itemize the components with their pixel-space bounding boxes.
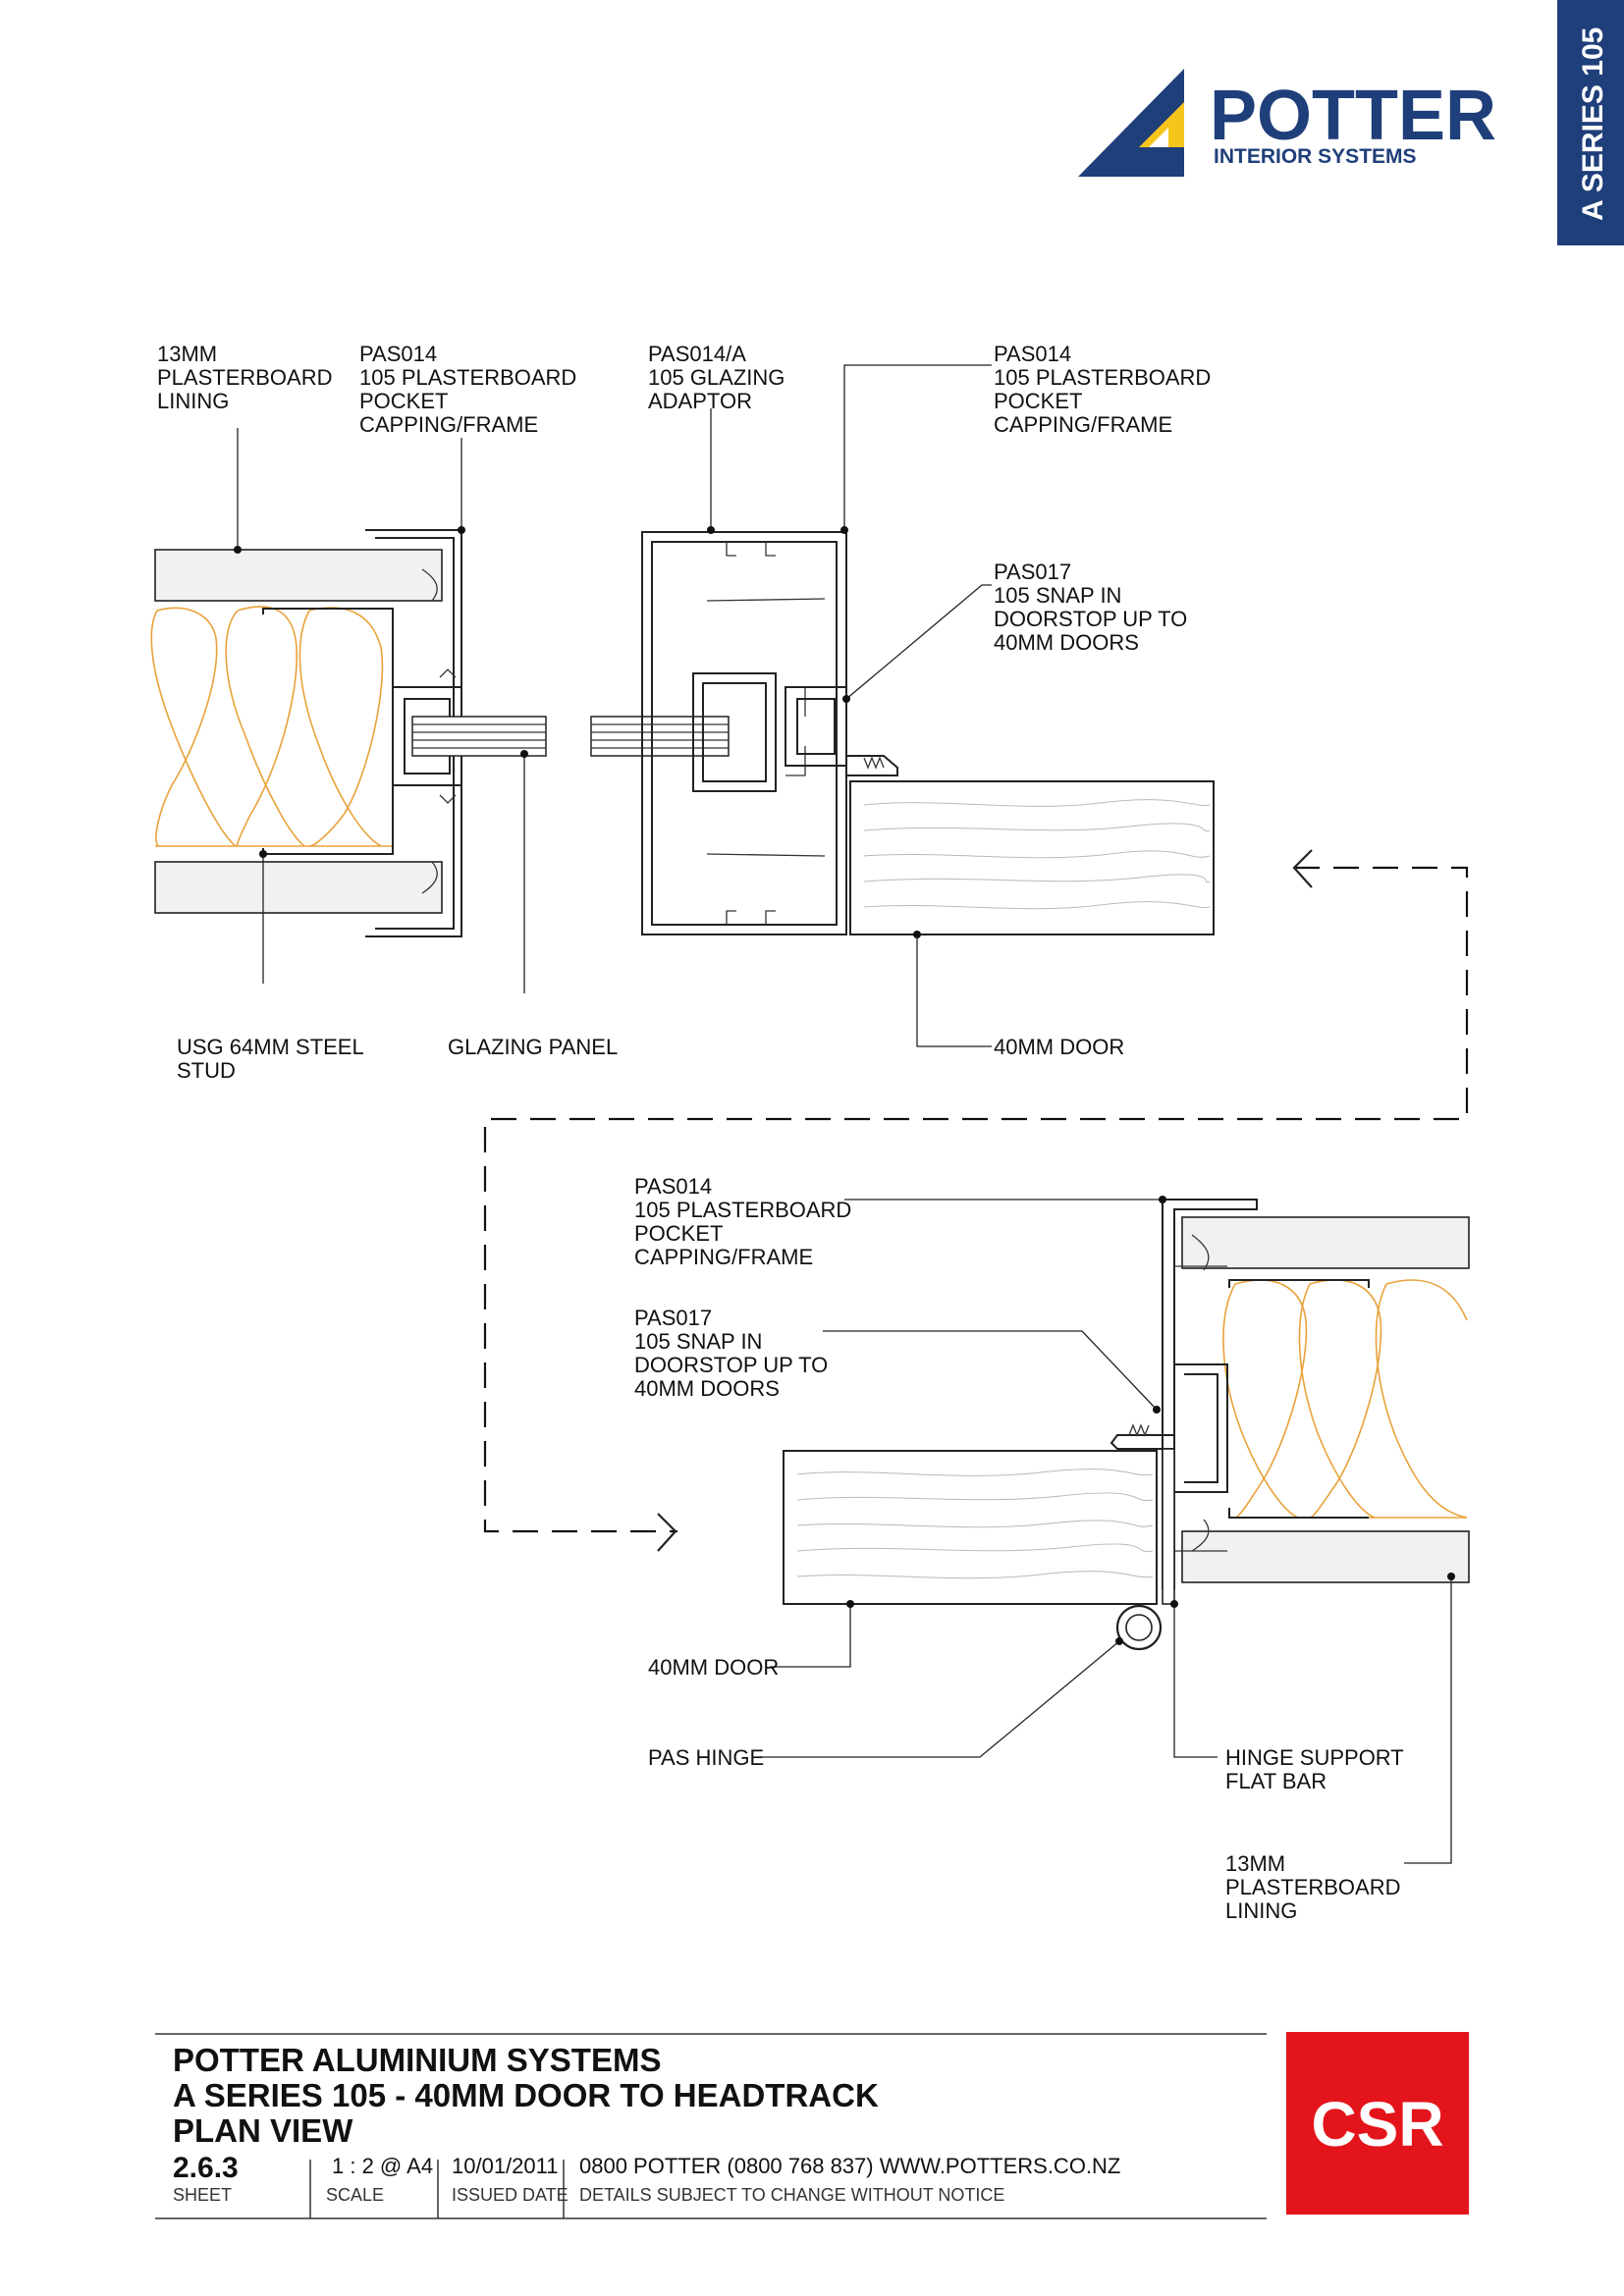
svg-text:40MM DOORS: 40MM DOORS <box>634 1376 780 1401</box>
label-top-pas014-right: PAS014 105 PLASTERBOARD POCKET CAPPING/F… <box>994 342 1211 437</box>
label-bot-plasterboard: 13MM PLASTERBOARD LINING <box>1225 1851 1401 1923</box>
svg-text:40MM DOOR: 40MM DOOR <box>994 1035 1124 1059</box>
pas017-doorstop-top <box>846 755 898 776</box>
svg-text:CAPPING/FRAME: CAPPING/FRAME <box>359 412 538 437</box>
svg-text:HINGE SUPPORT: HINGE SUPPORT <box>1225 1745 1404 1770</box>
svg-text:LINING: LINING <box>157 389 229 413</box>
title-block: POTTER ALUMINIUM SYSTEMS A SERIES 105 - … <box>155 2032 1469 2219</box>
svg-text:105 PLASTERBOARD: 105 PLASTERBOARD <box>359 365 576 390</box>
pas014-right-frame <box>785 686 847 767</box>
label-top-glazing: GLAZING PANEL <box>448 1035 618 1059</box>
plasterboard-bottom-lower <box>1181 1530 1470 1583</box>
pas017-doorstop-bottom <box>1110 1423 1175 1450</box>
logo-triangle-yellow <box>1139 102 1184 147</box>
label-bot-flatbar: HINGE SUPPORT FLAT BAR <box>1225 1745 1404 1793</box>
svg-text:40MM DOOR: 40MM DOOR <box>648 1655 779 1680</box>
insulation-bottom <box>1222 1279 1468 1519</box>
svg-text:POCKET: POCKET <box>994 389 1082 413</box>
logo-subtitle: INTERIOR SYSTEMS <box>1214 145 1417 168</box>
scale-label: SCALE <box>326 2185 384 2205</box>
svg-text:PAS014/A: PAS014/A <box>648 342 746 366</box>
glazing-panel-left <box>411 716 547 757</box>
csr-logo-text: CSR <box>1311 2089 1443 2160</box>
svg-text:PAS014: PAS014 <box>634 1174 712 1199</box>
view-transition-arrow <box>483 849 1469 1552</box>
hinge-support-flat-bar <box>1162 1448 1175 1605</box>
door-top <box>849 780 1215 935</box>
csr-logo: CSR <box>1286 2032 1469 2215</box>
logo-triangle-navy <box>1078 69 1184 177</box>
svg-text:CAPPING/FRAME: CAPPING/FRAME <box>634 1245 813 1269</box>
series-side-tab: A SERIES 105 <box>1557 0 1624 245</box>
sheet-label: SHEET <box>173 2185 232 2205</box>
svg-text:POCKET: POCKET <box>359 389 448 413</box>
pas014a-glazing-adaptor <box>641 531 847 935</box>
label-top-plasterboard: 13MM PLASTERBOARD LINING <box>157 342 333 413</box>
svg-text:FLAT BAR: FLAT BAR <box>1225 1769 1326 1793</box>
issued-date-value: 10/01/2011 <box>452 2154 558 2178</box>
plasterboard-top-lower <box>154 861 443 914</box>
svg-text:PLASTERBOARD: PLASTERBOARD <box>1225 1875 1401 1899</box>
svg-text:13MM: 13MM <box>157 342 217 366</box>
issued-date-label: ISSUED DATE <box>452 2185 568 2205</box>
pas-hinge <box>1115 1604 1163 1651</box>
contact-line: 0800 POTTER (0800 768 837) WWW.POTTERS.C… <box>579 2154 1120 2178</box>
bottom-plan-detail <box>783 1199 1470 1651</box>
svg-text:DOORSTOP UP TO: DOORSTOP UP TO <box>634 1353 828 1377</box>
svg-text:CAPPING/FRAME: CAPPING/FRAME <box>994 412 1172 437</box>
bottom-leaders <box>760 1196 1455 1864</box>
svg-text:ADAPTOR: ADAPTOR <box>648 389 752 413</box>
plasterboard-bottom-upper <box>1181 1216 1470 1269</box>
svg-text:PAS014: PAS014 <box>359 342 437 366</box>
top-leaders <box>234 364 992 1047</box>
svg-text:105 PLASTERBOARD: 105 PLASTERBOARD <box>634 1198 851 1222</box>
title-view: PLAN VIEW <box>173 2112 353 2149</box>
top-plan-detail <box>150 529 1215 937</box>
label-bot-hinge: PAS HINGE <box>648 1745 764 1770</box>
svg-text:LINING: LINING <box>1225 1898 1297 1923</box>
scale-value: 1 : 2 @ A4 <box>332 2154 433 2178</box>
label-top-pas014a: PAS014/A 105 GLAZING ADAPTOR <box>648 342 785 413</box>
svg-text:PAS HINGE: PAS HINGE <box>648 1745 764 1770</box>
logo-wordmark: POTTER <box>1210 77 1496 155</box>
svg-text:POCKET: POCKET <box>634 1221 723 1246</box>
label-bot-pas017: PAS017 105 SNAP IN DOORSTOP UP TO 40MM D… <box>634 1306 828 1401</box>
svg-text:STUD: STUD <box>177 1058 236 1083</box>
svg-text:105 SNAP IN: 105 SNAP IN <box>994 583 1121 608</box>
label-top-door: 40MM DOOR <box>994 1035 1124 1059</box>
svg-text:40MM DOORS: 40MM DOORS <box>994 630 1139 655</box>
plasterboard-top-upper <box>154 549 443 602</box>
svg-text:105 GLAZING: 105 GLAZING <box>648 365 785 390</box>
label-top-pas014-left: PAS014 105 PLASTERBOARD POCKET CAPPING/F… <box>359 342 576 437</box>
svg-text:PAS014: PAS014 <box>994 342 1071 366</box>
series-tab-label: A SERIES 105 <box>1577 27 1609 221</box>
sheet-number: 2.6.3 <box>173 2152 239 2184</box>
potter-logo: POTTER INTERIOR SYSTEMS <box>1078 69 1496 177</box>
svg-text:105 SNAP IN: 105 SNAP IN <box>634 1329 762 1354</box>
insulation-top <box>150 606 393 847</box>
title-company: POTTER ALUMINIUM SYSTEMS <box>173 2042 661 2078</box>
label-bot-pas014: PAS014 105 PLASTERBOARD POCKET CAPPING/F… <box>634 1174 851 1269</box>
svg-text:GLAZING PANEL: GLAZING PANEL <box>448 1035 618 1059</box>
steel-stud-bottom <box>1228 1279 1370 1519</box>
svg-text:105 PLASTERBOARD: 105 PLASTERBOARD <box>994 365 1211 390</box>
door-bottom <box>783 1450 1158 1605</box>
svg-text:PAS017: PAS017 <box>634 1306 712 1330</box>
logo-triangle-white <box>1149 128 1168 147</box>
svg-text:PAS017: PAS017 <box>994 560 1071 584</box>
notice-line: DETAILS SUBJECT TO CHANGE WITHOUT NOTICE <box>579 2185 1004 2205</box>
label-bot-door: 40MM DOOR <box>648 1655 779 1680</box>
svg-text:13MM: 13MM <box>1225 1851 1285 1876</box>
label-top-stud: USG 64MM STEEL STUD <box>177 1035 364 1083</box>
svg-text:DOORSTOP UP TO: DOORSTOP UP TO <box>994 607 1187 631</box>
title-drawing: A SERIES 105 - 40MM DOOR TO HEADTRACK <box>173 2077 879 2113</box>
svg-text:PLASTERBOARD: PLASTERBOARD <box>157 365 333 390</box>
label-top-pas017: PAS017 105 SNAP IN DOORSTOP UP TO 40MM D… <box>994 560 1187 655</box>
svg-text:USG 64MM STEEL: USG 64MM STEEL <box>177 1035 364 1059</box>
glazing-panel-right <box>590 716 730 757</box>
